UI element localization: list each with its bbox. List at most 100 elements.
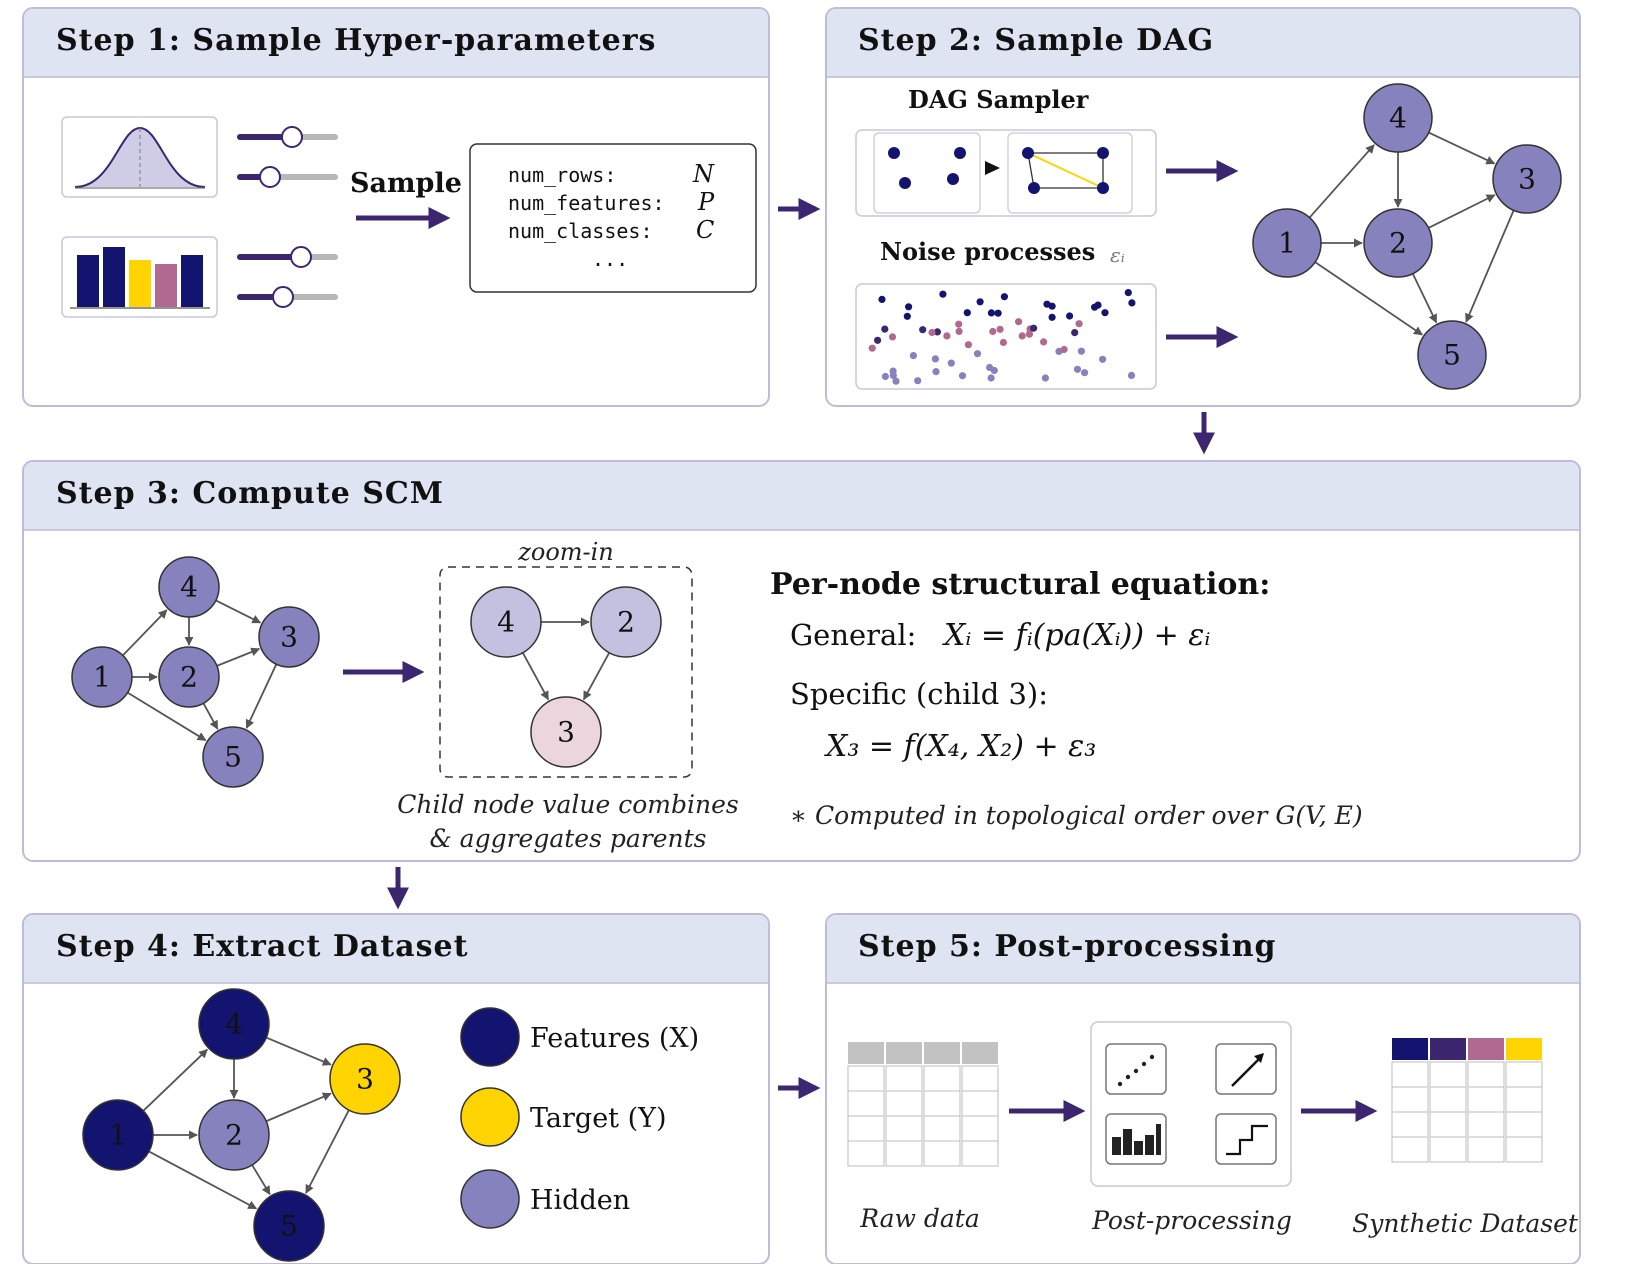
synth-cell [1429, 1061, 1467, 1088]
step-function-icon [1215, 1113, 1277, 1165]
dag3-node-label-3: 3 [280, 621, 298, 654]
noise-point [933, 328, 942, 336]
step5-panel: Step 5: Post-processing [825, 913, 1581, 1264]
dag2-edge-2-5 [1411, 273, 1438, 324]
play-icon [985, 161, 1000, 175]
step2-panel: Step 2: Sample DAG DAG Sampler Noise pro… [825, 7, 1581, 407]
dag-sampler-label: DAG Sampler [908, 85, 1089, 114]
raw-cell [923, 1115, 961, 1142]
noise-point [1018, 332, 1026, 340]
noise-point [1071, 329, 1079, 337]
noise-point [1094, 301, 1102, 309]
dag3-node-label-4: 4 [180, 571, 198, 604]
synthetic-dataset-table [1391, 1038, 1543, 1163]
raw-header-cell [962, 1042, 998, 1064]
noise-point [888, 333, 897, 341]
step4-title: Step 4: Extract Dataset [56, 929, 468, 964]
noise-point [1075, 320, 1083, 328]
noise-processes-label: Noise processes [880, 237, 1095, 266]
noise-point [963, 309, 971, 317]
trend-arrow-icon [1215, 1043, 1277, 1095]
noise-point [914, 377, 922, 385]
noise-point [1043, 300, 1051, 308]
raw-header-cell [848, 1042, 884, 1064]
synth-cell [1391, 1111, 1429, 1138]
dag2-node-label-5: 5 [1443, 339, 1461, 372]
dag4-node-1 [82, 1099, 154, 1171]
raw-cell [923, 1140, 961, 1167]
raw-cell [885, 1140, 923, 1167]
noise-point [947, 359, 955, 367]
raw-cell [847, 1090, 885, 1117]
legend-features-label: Features (X) [530, 1023, 699, 1054]
raw-cell [961, 1065, 999, 1092]
zoom-node-2 [590, 586, 662, 658]
slider-3[interactable] [237, 246, 338, 268]
noise-point [1030, 324, 1038, 332]
postprocessing-box [1090, 1021, 1292, 1187]
noise-point [932, 368, 940, 376]
noise-point [939, 290, 947, 298]
dag4-edge-3-5 [305, 1109, 350, 1194]
hp-num-features-key: num_features: [508, 191, 665, 215]
dag2-node-3 [1492, 144, 1562, 214]
raw-data-caption: Raw data [859, 1204, 980, 1233]
synth-cell [1429, 1136, 1467, 1163]
step1-panel: Step 1: Sample Hyper-parameters [22, 7, 770, 407]
noise-symbol: εᵢ [1110, 243, 1125, 267]
synth-header-cell [1468, 1038, 1504, 1060]
dag4-node-4 [198, 988, 270, 1060]
legend: Features (X) Target (Y) Hidden [460, 1007, 699, 1229]
synth-cell [1505, 1061, 1543, 1088]
dag4-edge-2-5 [251, 1164, 271, 1196]
raw-cell [961, 1115, 999, 1142]
dag3-node-label-1: 1 [93, 661, 111, 694]
synth-cell [1505, 1111, 1543, 1138]
noise-scatter-box [855, 283, 1157, 390]
raw-header-cell [886, 1042, 922, 1064]
noise-point [973, 350, 982, 358]
noise-point [955, 320, 963, 328]
slider-4[interactable] [237, 286, 338, 308]
dag4-edge-4-3 [265, 1036, 332, 1066]
scatter-transform-icon [1105, 1043, 1167, 1095]
legend-target: Target (Y) [460, 1087, 667, 1147]
synth-cell [1505, 1086, 1543, 1113]
noise-point [1101, 309, 1109, 317]
noise-point [1040, 338, 1048, 346]
dag4-edge-1-4 [142, 1048, 208, 1112]
noise-point [889, 371, 897, 379]
hp-num-classes-key: num_classes: [508, 219, 653, 243]
zoom-edge-4-3 [521, 652, 550, 701]
hp-num-rows-sym: N [692, 160, 715, 188]
synth-header-cell [1430, 1038, 1466, 1060]
noise-point [881, 325, 889, 333]
dag2-node-5 [1417, 320, 1487, 390]
hp-num-classes-sym: C [696, 216, 714, 244]
slider-1[interactable] [237, 126, 338, 148]
slider-2[interactable] [237, 166, 338, 188]
dag3-edge-2-3 [216, 647, 261, 667]
raw-cell [885, 1115, 923, 1142]
raw-header-cell [924, 1042, 960, 1064]
dag2-node-label-1: 1 [1278, 227, 1296, 260]
dag2-node-label-4: 4 [1389, 102, 1407, 135]
noise-point [868, 344, 876, 352]
raw-cell [961, 1090, 999, 1117]
noise-point [928, 328, 936, 337]
noise-point [905, 303, 913, 311]
dag2-node-1 [1252, 208, 1322, 278]
zoom-edge-2-3 [582, 652, 611, 701]
general-equation: Xᵢ = fᵢ(pa(Xᵢ)) + εᵢ [942, 618, 1210, 653]
equation-heading: Per-node structural equation: [770, 567, 1270, 602]
dag3-edge-4-3 [215, 599, 262, 624]
noise-point [1066, 312, 1074, 320]
postprocessing-caption: Post-processing [1091, 1206, 1292, 1235]
noise-point [1128, 299, 1136, 307]
dag3-node-label-2: 2 [180, 661, 198, 694]
raw-cell [847, 1140, 885, 1167]
raw-cell [961, 1140, 999, 1167]
